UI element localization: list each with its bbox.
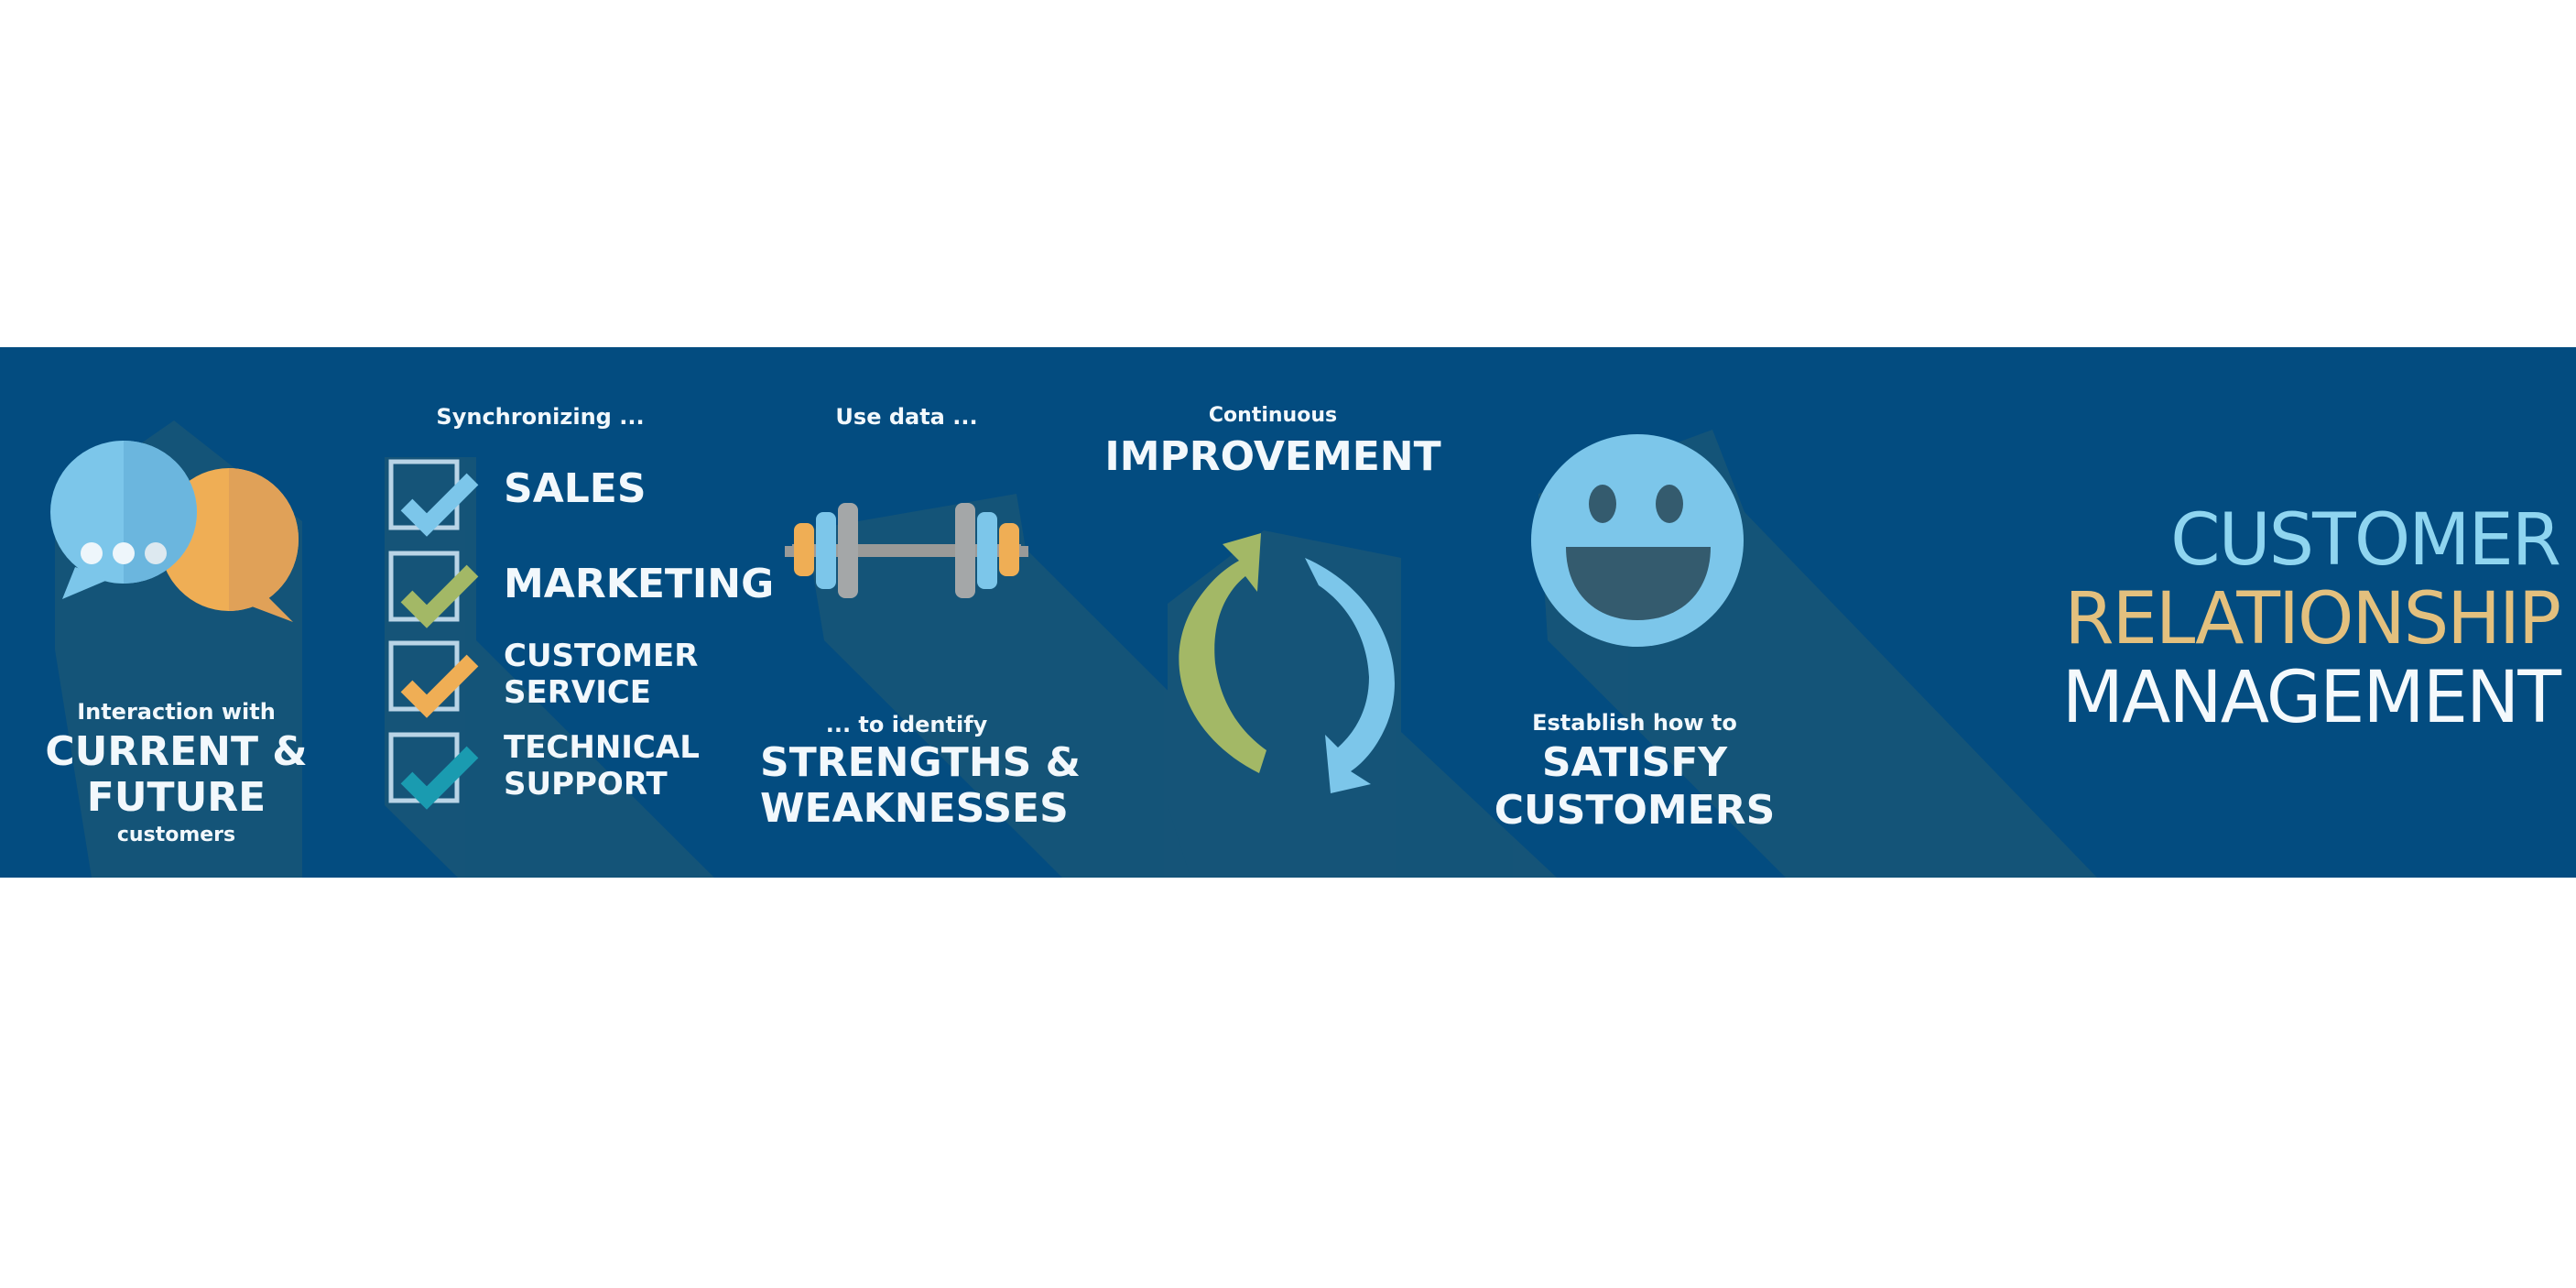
improvement-pre-text: Continuous — [1208, 404, 1338, 427]
title-line-management: MANAGEMENT — [2061, 657, 2561, 739]
checklist-label: MARKETING — [504, 561, 775, 607]
dumbbell-icon — [785, 503, 1028, 598]
title-line-relationship: RELATIONSHIP — [2064, 578, 2561, 660]
data-mid-text: ... to identify — [825, 712, 988, 737]
satisfy-pre-text: Establish how to — [1532, 710, 1737, 736]
improvement-headline: IMPROVEMENT — [1104, 433, 1441, 480]
checklist-label-line2: SUPPORT — [504, 766, 668, 802]
data-headline-line1: STRENGTHS & — [760, 739, 1081, 786]
satisfy-headline-line1: SATISFY — [1541, 739, 1728, 786]
checklist-item-customer-service: CUSTOMER SERVICE — [388, 639, 698, 726]
data-headline-line2: WEAKNESSES — [760, 785, 1069, 832]
checklist-item-sales: SALES — [388, 459, 647, 545]
checklist-label-line1: CUSTOMER — [504, 638, 699, 674]
synchronizing-pre-text: Synchronizing ... — [436, 404, 645, 430]
checkbox-checked-icon — [388, 640, 479, 718]
interaction-headline-line1: CURRENT & — [45, 728, 308, 775]
checklist-label-line1: TECHNICAL — [504, 729, 700, 766]
checklist-label: SALES — [504, 465, 647, 512]
data-pre-text: Use data ... — [835, 404, 978, 430]
interaction-pre-text: Interaction with — [77, 699, 276, 725]
checklist-label-line2: SERVICE — [504, 674, 652, 711]
interaction-headline-line2: FUTURE — [86, 774, 266, 821]
smiley-face-icon — [1531, 434, 1744, 647]
title-line-customer: CUSTOMER — [2170, 499, 2561, 582]
satisfy-headline-line2: CUSTOMERS — [1494, 787, 1776, 834]
checkbox-checked-icon — [388, 459, 479, 537]
checkbox-checked-icon — [388, 732, 479, 810]
interaction-post-text: customers — [116, 824, 236, 846]
checkbox-checked-icon — [388, 551, 479, 628]
cycle-arrows-icon — [1179, 533, 1395, 793]
checklist-item-marketing: MARKETING — [388, 551, 774, 637]
chat-bubbles-icon — [50, 441, 299, 622]
crm-banner: Interaction with CURRENT & FUTURE custom… — [0, 347, 2576, 878]
checklist-item-technical-support: TECHNICAL SUPPORT — [388, 731, 700, 818]
